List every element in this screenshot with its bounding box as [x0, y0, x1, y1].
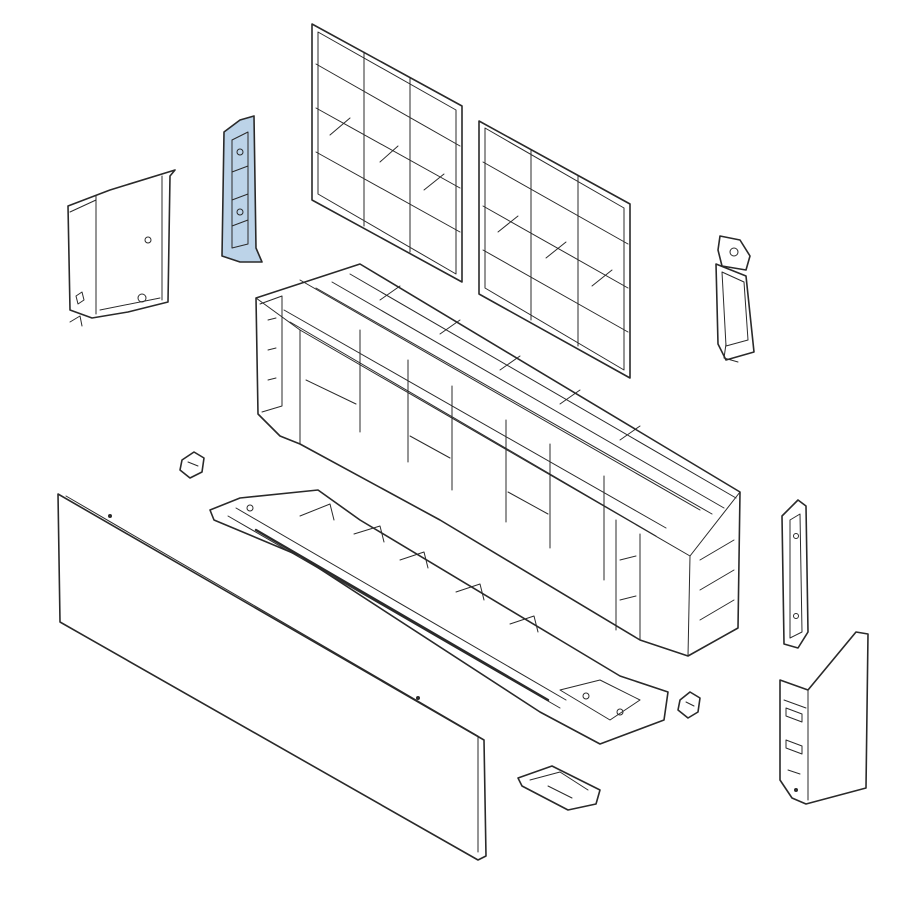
- air-filter-right[interactable]: [478, 120, 631, 379]
- vertical-bracket[interactable]: [221, 115, 263, 263]
- hinge-bracket-right[interactable]: [781, 499, 809, 649]
- side-cover-right[interactable]: [779, 631, 869, 805]
- drain-cover[interactable]: [517, 765, 601, 811]
- clip-right[interactable]: [677, 691, 701, 719]
- air-filter-left[interactable]: [311, 23, 463, 283]
- bottom-tray[interactable]: [209, 489, 669, 745]
- side-cover-left[interactable]: [67, 169, 176, 327]
- control-box[interactable]: [715, 235, 755, 363]
- clip-left[interactable]: [179, 451, 205, 479]
- front-panel[interactable]: [57, 493, 487, 861]
- main-chassis[interactable]: [255, 263, 741, 657]
